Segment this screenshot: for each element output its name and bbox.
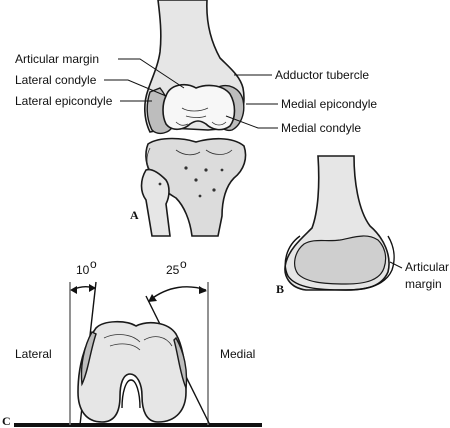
condyle-shade-medial — [173, 336, 188, 391]
medial-arrow-right — [199, 286, 207, 294]
articular-margin-outline — [284, 235, 395, 291]
label-lateral-epicondyle: Lateral epicondyle — [15, 94, 113, 108]
angle-medial-degree: o — [180, 257, 187, 271]
panel-b-label: B — [276, 282, 284, 296]
panel-a-label: A — [130, 208, 139, 222]
lateral-arrow-right — [89, 284, 96, 292]
label-lateral: Lateral — [15, 347, 52, 361]
femoral-articular-surface — [162, 83, 236, 131]
lateral-arrow-left — [70, 286, 77, 294]
femoral-condyles-end-view — [77, 320, 187, 423]
leader-b-articular-margin — [389, 261, 403, 269]
medial-angle-arc — [149, 286, 207, 301]
intercondylar-notch — [121, 379, 141, 409]
label-articular-margin: Articular margin — [15, 52, 99, 66]
label-medial-condyle: Medial condyle — [281, 121, 361, 135]
label-b-articular: Articular — [405, 260, 449, 274]
label-adductor-tubercle: Adductor tubercle — [275, 68, 369, 82]
leader-medial-condyle — [225, 115, 278, 129]
panel-b-femur-lateral-view: Articular margin B — [276, 155, 449, 296]
panel-a-knee-joint: Articular margin Lateral condyle Lateral… — [15, 0, 377, 237]
angle-lateral-degree: o — [90, 257, 97, 271]
panel-c-valgus-angles: 10 o 25 o Lateral Medial C — [2, 257, 262, 428]
leader-articular-margin — [118, 58, 185, 89]
angle-lateral-value: 10 — [76, 263, 90, 277]
fibula — [140, 168, 171, 237]
label-medial: Medial — [220, 347, 255, 361]
leader-lateral-condyle — [104, 79, 167, 97]
label-medial-epicondyle: Medial epicondyle — [281, 97, 377, 111]
label-b-margin: margin — [405, 277, 442, 291]
medial-arrow-left — [148, 294, 157, 302]
condyle-shade-lateral — [80, 331, 97, 387]
label-lateral-condyle: Lateral condyle — [15, 73, 97, 87]
cartilage-shading — [294, 235, 387, 285]
angle-medial-value: 25 — [166, 263, 180, 277]
panel-c-label: C — [2, 414, 11, 428]
